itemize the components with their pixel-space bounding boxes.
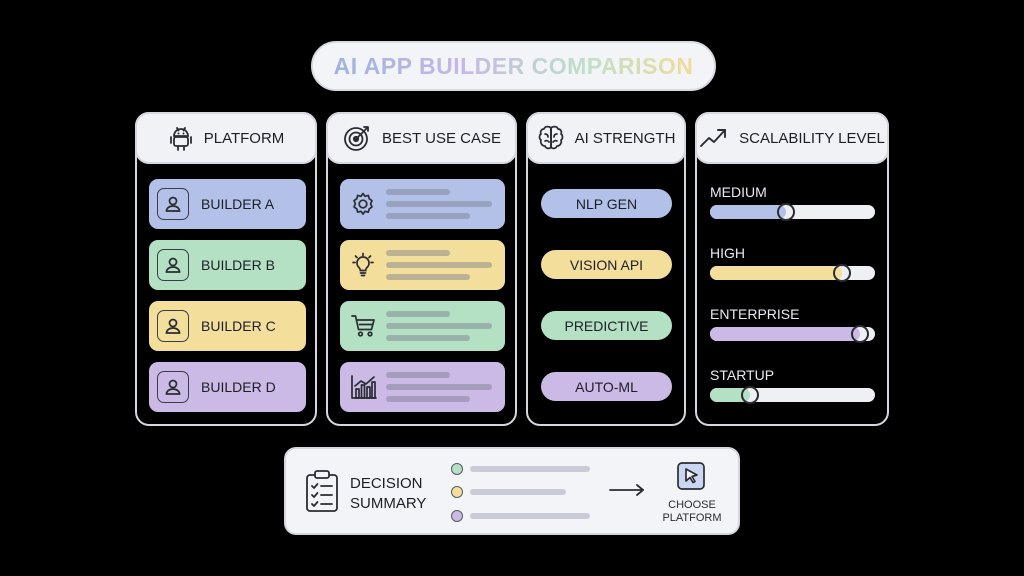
scale-fill bbox=[710, 388, 750, 402]
scale-track-medium[interactable] bbox=[710, 203, 875, 221]
summary-dot bbox=[451, 486, 463, 498]
scale-track-enterprise[interactable] bbox=[710, 325, 875, 343]
scale-label-medium: MEDIUM bbox=[710, 184, 767, 200]
strength-pill-predictive[interactable]: PREDICTIVE bbox=[541, 311, 672, 340]
placeholder-line bbox=[470, 466, 590, 472]
builder-d-card[interactable]: BUILDER D bbox=[149, 362, 306, 412]
ai-strength-column: AI STRENGTH NLP GEN VISION API PREDICTIV… bbox=[526, 112, 686, 426]
use-case-card-1[interactable] bbox=[340, 179, 505, 229]
scale-label-enterprise: ENTERPRISE bbox=[710, 306, 800, 322]
platform-header: PLATFORM bbox=[135, 112, 317, 164]
use-case-column: BEST USE CASE bbox=[326, 112, 517, 426]
strength-label: AUTO-ML bbox=[575, 378, 638, 395]
decision-summary-panel: DECISION SUMMARY CHOOSE PLATFORM bbox=[284, 447, 740, 535]
platform-header-label: PLATFORM bbox=[203, 129, 285, 147]
builder-label: BUILDER C bbox=[201, 318, 276, 334]
choose-platform-button[interactable] bbox=[654, 459, 730, 531]
user-icon bbox=[157, 188, 189, 220]
scalability-column: SCALABILITY LEVEL MEDIUM HIGH ENTERPRISE… bbox=[695, 112, 889, 426]
summary-title-line: SUMMARY bbox=[350, 495, 427, 512]
strength-label: VISION API bbox=[569, 256, 644, 273]
placeholder-line bbox=[386, 384, 492, 390]
user-icon bbox=[157, 249, 189, 281]
placeholder-line bbox=[386, 311, 450, 317]
cta-line: CHOOSE bbox=[668, 499, 716, 511]
summary-title-line: DECISION bbox=[350, 475, 423, 492]
slider-knob[interactable] bbox=[851, 325, 870, 343]
builder-label: BUILDER A bbox=[201, 196, 275, 212]
placeholder-line bbox=[386, 396, 470, 402]
title-pill: AI APP BUILDER COMPARISON bbox=[311, 41, 716, 91]
page-title: AI APP BUILDER COMPARISON bbox=[333, 52, 694, 79]
use-case-card-2[interactable] bbox=[340, 240, 505, 290]
builder-label: BUILDER B bbox=[201, 257, 275, 273]
ai-strength-header-label: AI STRENGTH bbox=[574, 129, 676, 147]
scale-label-high: HIGH bbox=[710, 245, 745, 261]
strength-pill-vision-api[interactable]: VISION API bbox=[541, 250, 672, 279]
user-icon bbox=[157, 371, 189, 403]
ai-strength-header: AI STRENGTH bbox=[526, 112, 686, 164]
placeholder-line bbox=[470, 489, 566, 495]
user-icon bbox=[157, 310, 189, 342]
scale-label-startup: STARTUP bbox=[710, 367, 775, 383]
placeholder-line bbox=[386, 323, 492, 329]
slider-knob[interactable] bbox=[776, 203, 795, 221]
placeholder-line bbox=[386, 274, 470, 280]
placeholder-line bbox=[386, 372, 450, 378]
summary-dot bbox=[451, 463, 463, 475]
clipboard-checklist-icon bbox=[306, 470, 338, 512]
strength-pill-nlp-gen[interactable]: NLP GEN bbox=[541, 189, 672, 218]
trend-up-icon bbox=[700, 129, 727, 147]
target-icon bbox=[344, 126, 369, 151]
placeholder-line bbox=[386, 335, 470, 341]
choose-platform-label: CHOOSE PLATFORM bbox=[654, 499, 730, 525]
builder-c-card[interactable]: BUILDER C bbox=[149, 301, 306, 351]
placeholder-line bbox=[470, 513, 590, 519]
brain-icon bbox=[538, 125, 563, 150]
scale-fill bbox=[710, 205, 786, 219]
lightbulb-icon bbox=[352, 252, 374, 277]
summary-dot bbox=[451, 510, 463, 522]
use-case-header-label: BEST USE CASE bbox=[382, 129, 501, 147]
scale-fill bbox=[710, 327, 861, 341]
scale-fill bbox=[710, 266, 842, 280]
scalability-header-label: SCALABILITY LEVEL bbox=[739, 129, 885, 147]
cta-line: PLATFORM bbox=[662, 512, 722, 524]
builder-b-card[interactable]: BUILDER B bbox=[149, 240, 306, 290]
builder-a-card[interactable]: BUILDER A bbox=[149, 179, 306, 229]
scalability-header: SCALABILITY LEVEL bbox=[695, 112, 889, 164]
bar-chart-icon bbox=[351, 375, 377, 399]
strength-pill-auto-ml[interactable]: AUTO-ML bbox=[541, 372, 672, 401]
android-icon bbox=[169, 127, 192, 151]
use-case-card-4[interactable] bbox=[340, 362, 505, 412]
platform-column: PLATFORM BUILDER A BUILDER B BUILDER C B… bbox=[135, 112, 317, 426]
builder-label: BUILDER D bbox=[201, 379, 276, 395]
cart-icon bbox=[351, 315, 375, 337]
slider-knob[interactable] bbox=[833, 264, 851, 282]
placeholder-line bbox=[386, 189, 450, 195]
arrow-right-icon bbox=[609, 484, 644, 496]
use-case-card-3[interactable] bbox=[340, 301, 505, 351]
strength-label: NLP GEN bbox=[575, 195, 638, 212]
slider-knob[interactable] bbox=[740, 386, 759, 404]
cursor-click-icon bbox=[677, 462, 705, 490]
placeholder-line bbox=[386, 250, 450, 256]
scale-track-high[interactable] bbox=[710, 264, 875, 282]
placeholder-line bbox=[386, 201, 492, 207]
gear-icon bbox=[353, 192, 373, 215]
use-case-header: BEST USE CASE bbox=[326, 112, 517, 164]
placeholder-line bbox=[386, 262, 492, 268]
scale-track-startup[interactable] bbox=[710, 386, 875, 404]
strength-label: PREDICTIVE bbox=[564, 317, 649, 334]
decision-summary-title: DECISION SUMMARY bbox=[350, 474, 426, 514]
placeholder-line bbox=[386, 213, 470, 219]
